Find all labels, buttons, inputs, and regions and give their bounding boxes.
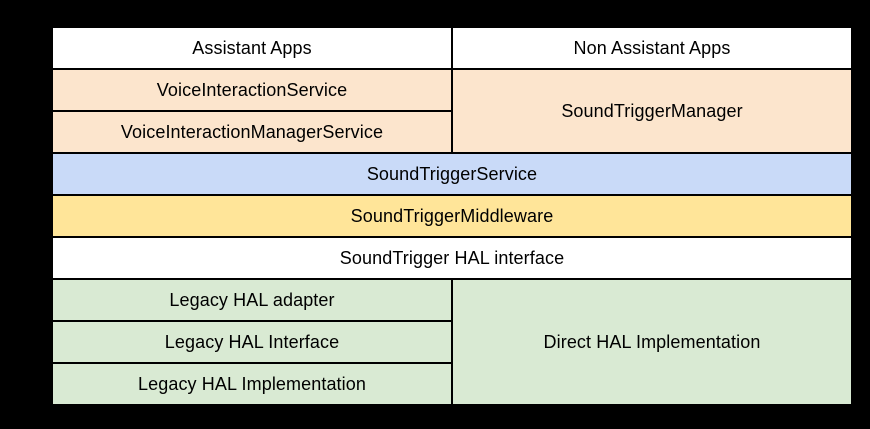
soundtrigger-stack-diagram: Assistant Apps Non Assistant Apps VoiceI… <box>53 28 851 404</box>
cell-assistant-apps: Assistant Apps <box>53 28 451 68</box>
cell-voice-interaction-manager-service: VoiceInteractionManagerService <box>53 112 451 152</box>
cell-sound-trigger-manager: SoundTriggerManager <box>453 70 851 152</box>
cell-sound-trigger-service: SoundTriggerService <box>53 154 851 194</box>
cell-direct-hal-implementation: Direct HAL Implementation <box>453 280 851 404</box>
cell-legacy-hal-implementation: Legacy HAL Implementation <box>53 364 451 404</box>
cell-legacy-hal-interface: Legacy HAL Interface <box>53 322 451 362</box>
cell-sound-trigger-hal-interface: SoundTrigger HAL interface <box>53 238 851 278</box>
cell-sound-trigger-middleware: SoundTriggerMiddleware <box>53 196 851 236</box>
cell-voice-interaction-service: VoiceInteractionService <box>53 70 451 110</box>
cell-legacy-hal-adapter: Legacy HAL adapter <box>53 280 451 320</box>
cell-non-assistant-apps: Non Assistant Apps <box>453 28 851 68</box>
